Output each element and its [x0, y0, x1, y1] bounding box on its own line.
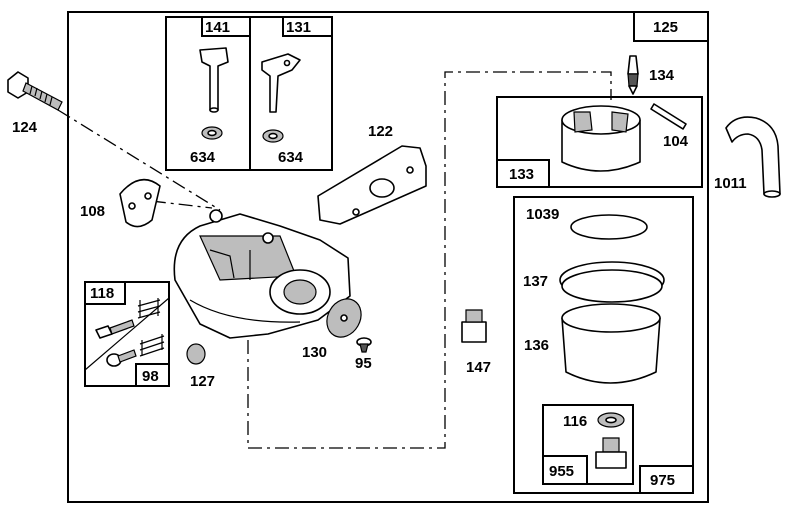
inset-box-131: [249, 16, 333, 171]
washer-116-part: [597, 412, 625, 428]
choke-shaft-141-part: [199, 47, 229, 140]
callout-95: 95: [355, 355, 372, 372]
inset-box-975: [513, 196, 694, 494]
inset-box-118-98: [84, 281, 170, 387]
callout-975: 975: [650, 472, 675, 489]
dashed-leader-lines: [57, 71, 612, 449]
pin-104-part: [650, 103, 687, 130]
callout-124: 124: [12, 119, 38, 136]
gasket-122-part: [317, 145, 427, 225]
gasket-1039-part: [570, 214, 648, 240]
callout-131: 131: [286, 19, 311, 36]
main-frame: [67, 11, 709, 503]
callout-labels: 124 141 131 634 634 125 134 104 133 1011…: [12, 19, 747, 489]
callout-122: 122: [368, 123, 393, 140]
bolt-124-part: [7, 71, 63, 111]
needle-134-part: [627, 55, 639, 95]
callout-141: 141: [205, 19, 230, 36]
callout-98: 98: [142, 368, 159, 385]
callout-147: 147: [466, 359, 491, 376]
callout-136: 136: [524, 337, 549, 354]
callout-104: 104: [663, 133, 689, 150]
screw-95-part: [356, 337, 372, 353]
callout-118: 118: [90, 285, 114, 302]
callout-133: 133: [509, 166, 534, 183]
carburetor-body-part: [173, 209, 351, 339]
plug-127-part: [186, 343, 206, 365]
plate-108-part: [119, 178, 161, 228]
callout-134: 134: [649, 67, 675, 84]
fitting-147-part: [461, 309, 487, 343]
callout-116: 116: [563, 413, 587, 430]
inset-box-955: [542, 404, 634, 485]
callout-130: 130: [302, 344, 327, 361]
float-133-part: [561, 105, 641, 172]
inset-box-125: [633, 11, 709, 42]
callout-127: 127: [190, 373, 215, 390]
callout-137: 137: [523, 273, 548, 290]
callout-1039: 1039: [526, 206, 559, 223]
inset-box-133: [496, 96, 703, 188]
bowl-136-part: [561, 303, 661, 384]
screw-98-part: [106, 349, 137, 367]
spring-118-part: [137, 298, 165, 357]
callout-108: 108: [80, 203, 105, 220]
callout-634-left: 634: [190, 149, 216, 166]
nut-955-part: [595, 437, 627, 469]
callout-125: 125: [653, 19, 678, 36]
screw-118-part: [95, 319, 135, 339]
fuel-line-1011-part: [725, 116, 781, 198]
throttle-shaft-131-part: [261, 53, 301, 143]
callout-1011: 1011: [714, 175, 747, 192]
callout-955: 955: [549, 463, 574, 480]
callout-634-right: 634: [278, 149, 304, 166]
diaphragm-130-part: [326, 298, 362, 338]
ring-137-part: [559, 261, 665, 303]
inset-box-141: [165, 16, 251, 171]
